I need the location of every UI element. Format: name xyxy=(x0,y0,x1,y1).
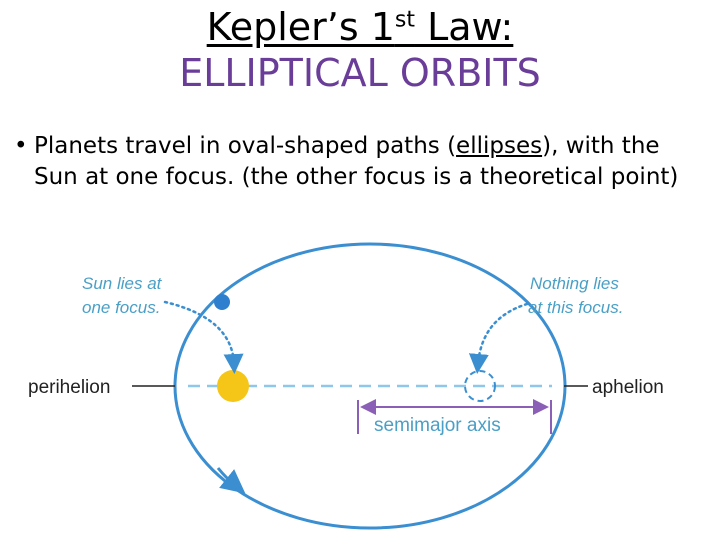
empty-label-line2: at this focus. xyxy=(528,298,623,317)
sun-label-line1: Sun lies at xyxy=(82,274,163,293)
bullet-text-before: Planets travel in oval-shaped paths ( xyxy=(34,133,457,159)
sun-focus-pointer xyxy=(163,300,244,374)
title-superscript: st xyxy=(394,7,415,33)
empty-focus-pointer xyxy=(468,302,529,374)
empty-label-line1: Nothing lies xyxy=(530,274,619,293)
orbit-direction-arrow xyxy=(216,467,246,494)
slide-title: Kepler’s 1st Law: xyxy=(0,4,720,50)
sun-label-line2: one focus. xyxy=(82,298,160,317)
title-text-pre: Kepler’s 1 xyxy=(206,5,395,49)
semimajor-label: semimajor axis xyxy=(374,415,501,436)
aphelion-label: aphelion xyxy=(592,377,664,398)
planet-icon xyxy=(214,294,230,310)
slide-subtitle: ELLIPTICAL ORBITS xyxy=(179,51,541,95)
bullet-point: • Planets travel in oval-shaped paths (e… xyxy=(14,131,704,193)
bullet-marker: • xyxy=(14,133,28,159)
sun-icon xyxy=(217,370,249,402)
title-block: Kepler’s 1st Law: ELLIPTICAL ORBITS xyxy=(0,0,720,96)
bullet-text-underlined: ellipses xyxy=(456,133,543,159)
title-text-post: Law: xyxy=(414,5,514,49)
perihelion-label: perihelion xyxy=(28,377,110,398)
bullet-text-after: ), with the Sun at one focus. (the other… xyxy=(34,133,679,190)
